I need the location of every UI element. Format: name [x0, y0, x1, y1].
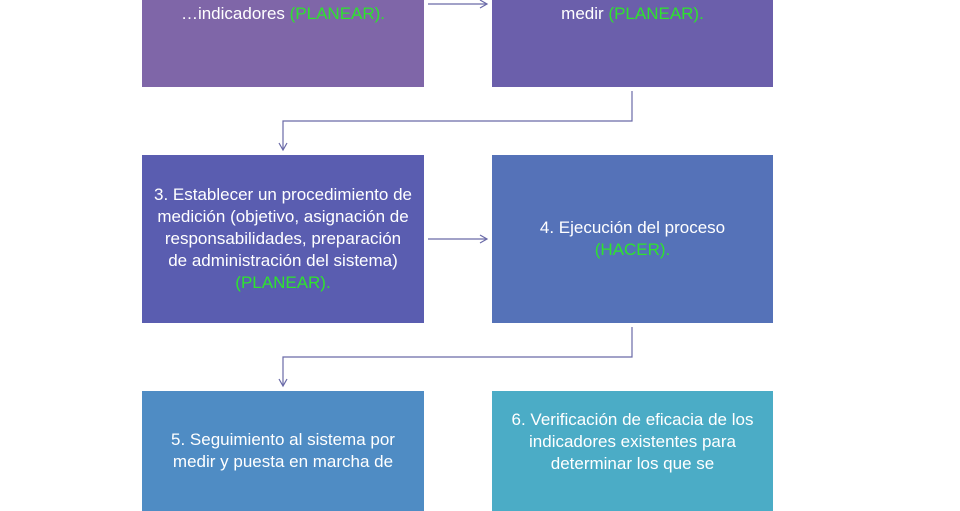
- step-text: 4. Ejecución del proceso: [539, 218, 726, 237]
- step-box-5-follow-up: 5. Seguimiento al sistema por medir y pu…: [142, 391, 424, 511]
- phase-label: (PLANEAR).: [289, 4, 386, 23]
- phase-label: (HACER).: [594, 240, 671, 259]
- step-text: 3. Establecer un procedimiento de medici…: [154, 185, 412, 270]
- step-box-3-procedure: 3. Establecer un procedimiento de medici…: [142, 155, 424, 323]
- step-box-4-execution: 4. Ejecución del proceso (HACER).: [492, 155, 773, 323]
- step-text: 6. Verificación de eficacia de los indic…: [511, 410, 754, 473]
- step-text: …indicadores: [180, 4, 290, 23]
- arrow-box4-to-box5: [278, 327, 633, 388]
- step-box-measure: medir (PLANEAR).: [492, 0, 773, 87]
- step-text: 5. Seguimiento al sistema por medir y pu…: [171, 430, 395, 471]
- phase-label: (PLANEAR).: [235, 273, 331, 292]
- step-box-6-verification: 6. Verificación de eficacia de los indic…: [492, 391, 773, 511]
- phase-label: (PLANEAR).: [608, 4, 704, 23]
- arrow-box2-to-box3: [278, 91, 633, 152]
- step-box-2-indicators: …indicadores (PLANEAR).: [142, 0, 424, 87]
- connector-layer: [278, 0, 633, 388]
- step-text: medir: [561, 4, 609, 23]
